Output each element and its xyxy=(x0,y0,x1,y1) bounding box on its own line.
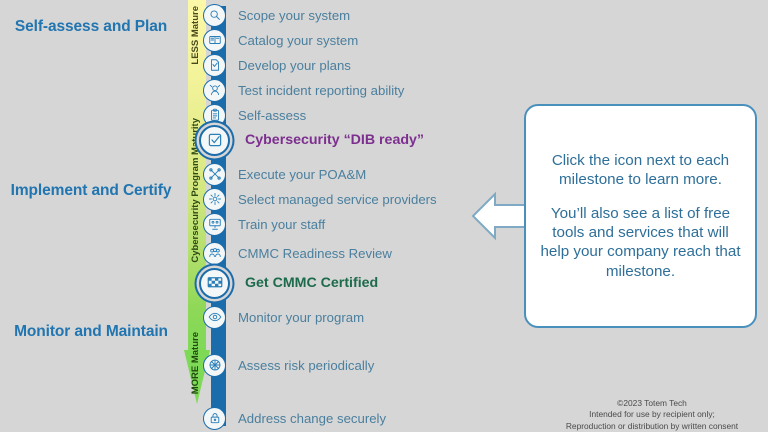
callout-paragraph-1: Click the icon next to each milestone to… xyxy=(551,151,730,189)
milestone-label: Develop your plans xyxy=(238,57,351,73)
siren-alert-icon[interactable] xyxy=(203,78,226,102)
footer-line-1: ©2023 Totem Tech xyxy=(617,398,687,408)
milestone-label: Self-assess xyxy=(238,107,307,123)
gear-network-icon[interactable] xyxy=(203,187,226,211)
people-training-icon[interactable] xyxy=(203,212,226,236)
milestone-item[interactable]: Assess risk periodically xyxy=(203,353,374,377)
milestone-item[interactable]: Cybersecurity “DIB ready” xyxy=(199,124,424,156)
milestone-item[interactable]: CMMC Readiness Review xyxy=(203,241,392,265)
checkered-flag-icon[interactable] xyxy=(199,267,230,299)
document-check-icon[interactable] xyxy=(203,53,226,77)
milestone-item[interactable]: Catalog your system xyxy=(203,28,358,52)
clipboard-icon[interactable] xyxy=(203,103,226,127)
milestone-item[interactable]: Get CMMC Certified xyxy=(199,267,379,299)
open-book-icon[interactable] xyxy=(203,28,226,52)
milestone-item[interactable]: Select managed service providers xyxy=(203,187,437,211)
milestone-label: Cybersecurity “DIB ready” xyxy=(245,132,424,148)
eye-monitor-icon[interactable] xyxy=(203,305,226,329)
milestone-item[interactable]: Train your staff xyxy=(203,212,325,236)
milestone-label: CMMC Readiness Review xyxy=(238,245,392,261)
maturity-label-more-mature: MORE Mature xyxy=(190,332,201,395)
callout-paragraph-2: You’ll also see a list of free tools and… xyxy=(540,204,741,280)
milestone-item[interactable]: Execute your POA&M xyxy=(203,162,366,186)
milestone-label: Address change securely xyxy=(238,410,387,426)
review-group-icon[interactable] xyxy=(203,241,226,265)
milestone-label: Test incident reporting ability xyxy=(238,82,405,98)
phase-heading-monitor-and-maintain: Monitor and Maintain xyxy=(14,323,168,340)
phase-heading-implement-and-certify: Implement and Certify xyxy=(10,182,172,199)
milestone-label: Train your staff xyxy=(238,216,326,232)
lock-change-icon[interactable] xyxy=(203,406,226,430)
maturity-axis-arrow: LESS Mature Cybersecurity Program Maturi… xyxy=(184,0,212,432)
milestone-item[interactable]: Self-assess xyxy=(203,103,306,127)
phase-heading-self-assess-and-plan: Self-assess and Plan xyxy=(14,18,168,35)
magnifier-icon[interactable] xyxy=(203,3,226,27)
callout-box: Click the icon next to each milestone to… xyxy=(524,104,757,328)
milestone-label: Select managed service providers xyxy=(238,191,437,207)
maturity-label-less-mature: LESS Mature xyxy=(190,6,201,65)
milestone-item[interactable]: Develop your plans xyxy=(203,53,351,77)
footer-line-3: Reproduction or distribution by written … xyxy=(565,420,739,431)
milestone-item[interactable]: Monitor your program xyxy=(203,305,364,329)
milestone-label: Scope your system xyxy=(238,7,351,23)
footer-line-2: Intended for use by recipient only; xyxy=(589,409,715,420)
milestone-item[interactable]: Address change securely xyxy=(203,406,386,430)
milestone-item[interactable]: Test incident reporting ability xyxy=(203,78,404,102)
maturity-arrow-shaft xyxy=(188,0,206,352)
milestone-label: Monitor your program xyxy=(238,309,365,325)
callout-pointer-arrow-icon xyxy=(471,191,527,241)
milestone-label: Execute your POA&M xyxy=(238,166,367,182)
footer-copyright: ©2023 Totem Tech Intended for use by rec… xyxy=(536,398,768,432)
tools-cross-icon[interactable] xyxy=(203,162,226,186)
risk-wheel-icon[interactable] xyxy=(203,353,226,377)
milestone-label: Get CMMC Certified xyxy=(245,275,379,291)
checkbox-ring-icon[interactable] xyxy=(199,124,230,156)
milestone-item[interactable]: Scope your system xyxy=(203,3,350,27)
milestone-label: Assess risk periodically xyxy=(238,357,375,373)
milestone-label: Catalog your system xyxy=(238,32,359,48)
